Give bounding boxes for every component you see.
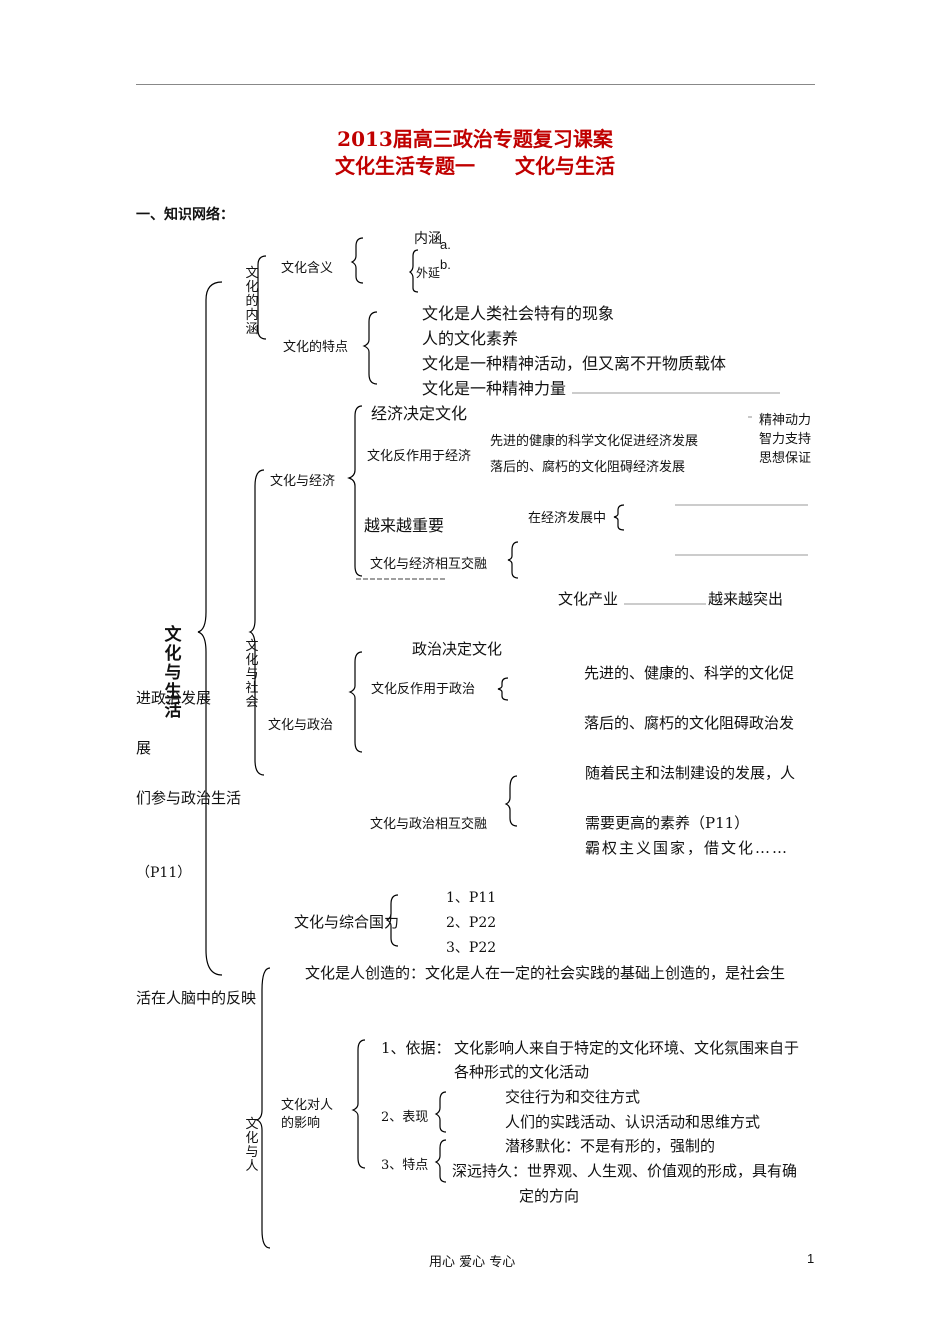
branch-ren: 文化与人 xyxy=(245,1117,259,1174)
title-line-2-b: 文化与生活 xyxy=(515,154,615,178)
economy-react-item-1: 先进的健康的科学文化促进经济发展 xyxy=(490,434,699,449)
economy-more-important: 越来越重要 xyxy=(364,516,445,535)
economy-in-development: 在经济发展中 xyxy=(528,511,607,526)
section-heading: 一、知识网络： xyxy=(136,207,234,223)
politics-react-line-1: 先进的、健康的、科学的文化促 xyxy=(584,664,795,682)
power-label: 文化与综合国力 xyxy=(294,913,400,931)
politics-blend-line-2: 需要更高的素养（P11） xyxy=(585,814,750,832)
culture-feature-2: 人的文化素养 xyxy=(422,329,519,348)
economy-side-item-2: 智力支持 xyxy=(759,432,812,447)
culture-feature-1: 文化是人类社会特有的现象 xyxy=(422,304,615,323)
power-item-2: 2、P22 xyxy=(446,915,497,931)
header-rule xyxy=(136,84,815,85)
culture-meaning-label: 文化含义 xyxy=(281,261,334,276)
power-item-1: 1、P11 xyxy=(446,890,497,906)
culture-meaning-marker-a: a. xyxy=(440,237,451,252)
people-created-cont: 活在人脑中的反映 xyxy=(136,989,257,1007)
economy-react-item-2: 落后的、腐朽的文化阻碍经济发展 xyxy=(490,460,686,475)
politics-label: 文化与政治 xyxy=(268,718,334,733)
economy-decide: 经济决定文化 xyxy=(371,404,468,423)
people-feature-item-2-cont: 定的方向 xyxy=(519,1187,580,1205)
branch-shehui: 文化与社会 xyxy=(245,639,259,710)
title-line-1: 2013届高三政治专题复习课案 xyxy=(337,127,613,151)
branch-neihan: 文化的内涵 xyxy=(245,266,259,337)
people-feature-item-2: 深远持久：世界观、人生观、价值观的形成，具有确 xyxy=(452,1162,798,1180)
economy-react-label: 文化反作用于经济 xyxy=(367,449,472,464)
title-line-2-a: 文化生活专题一 xyxy=(335,154,475,178)
people-basis-text-cont: 各种形式的文化活动 xyxy=(454,1063,590,1081)
politics-react-label: 文化反作用于政治 xyxy=(371,682,476,697)
politics-decide: 政治决定文化 xyxy=(412,640,503,658)
people-show-item-2: 人们的实践活动、认识活动和思维方式 xyxy=(505,1113,761,1131)
culture-meaning-item-b: 外延 xyxy=(416,266,441,280)
culture-features-label: 文化的特点 xyxy=(283,340,349,355)
power-item-3: 3、P22 xyxy=(446,940,497,956)
politics-blend-label: 文化与政治相互交融 xyxy=(370,817,488,832)
politics-blend-line-3: 霸权主义国家，借文化…… xyxy=(585,839,790,857)
people-basis-text: 文化影响人来自于特定的文化环境、文化氛围来自于 xyxy=(454,1039,800,1057)
culture-feature-3: 文化是一种精神活动，但又离不开物质载体 xyxy=(422,354,727,373)
economy-industry-a: 文化产业 xyxy=(558,590,619,608)
politics-react-line-2: 落后的、腐朽的文化阻碍政治发 xyxy=(584,714,795,732)
economy-side-item-3: 思想保证 xyxy=(759,451,812,466)
politics-blend-line-1-cont: 们参与政治生活 xyxy=(136,789,242,807)
economy-label: 文化与经济 xyxy=(270,474,336,489)
people-basis-label: 1、依据： xyxy=(381,1039,451,1057)
people-show-item-1: 交往行为和交往方式 xyxy=(505,1088,641,1106)
culture-meaning-marker-b: b. xyxy=(440,257,451,272)
people-feature-item-1: 潜移默化：不是有形的，强制的 xyxy=(505,1137,716,1155)
people-feature-label: 3、特点 xyxy=(381,1158,429,1173)
politics-blend-line-2-cont: （P11） xyxy=(136,865,192,881)
people-influence-label-2: 的影响 xyxy=(281,1116,321,1131)
people-created: 文化是人创造的：文化是人在一定的社会实践的基础上创造的，是社会生 xyxy=(305,964,786,982)
politics-react-line-1-cont: 进政治发展 xyxy=(136,689,212,707)
root-label: 文化与生活 xyxy=(164,625,182,721)
economy-industry-b: 越来越突出 xyxy=(708,590,784,608)
culture-feature-4: 文化是一种精神力量 xyxy=(422,379,567,398)
page-number: 1 xyxy=(807,1251,815,1266)
footer-motto: 用心 爱心 专心 xyxy=(429,1255,516,1270)
politics-blend-line-1: 随着民主和法制建设的发展，人 xyxy=(585,764,796,782)
culture-meaning-item-a: 内涵 xyxy=(414,231,442,247)
economy-blend-label: 文化与经济相互交融 xyxy=(370,557,488,572)
title-line-2: 文化生活专题一 文化与生活 xyxy=(0,150,950,179)
people-show-label: 2、表现 xyxy=(381,1110,429,1125)
politics-react-line-2-cont: 展 xyxy=(136,739,152,757)
people-influence-label-1: 文化对人 xyxy=(281,1098,334,1113)
economy-side-item-1: 精神动力 xyxy=(759,413,812,428)
